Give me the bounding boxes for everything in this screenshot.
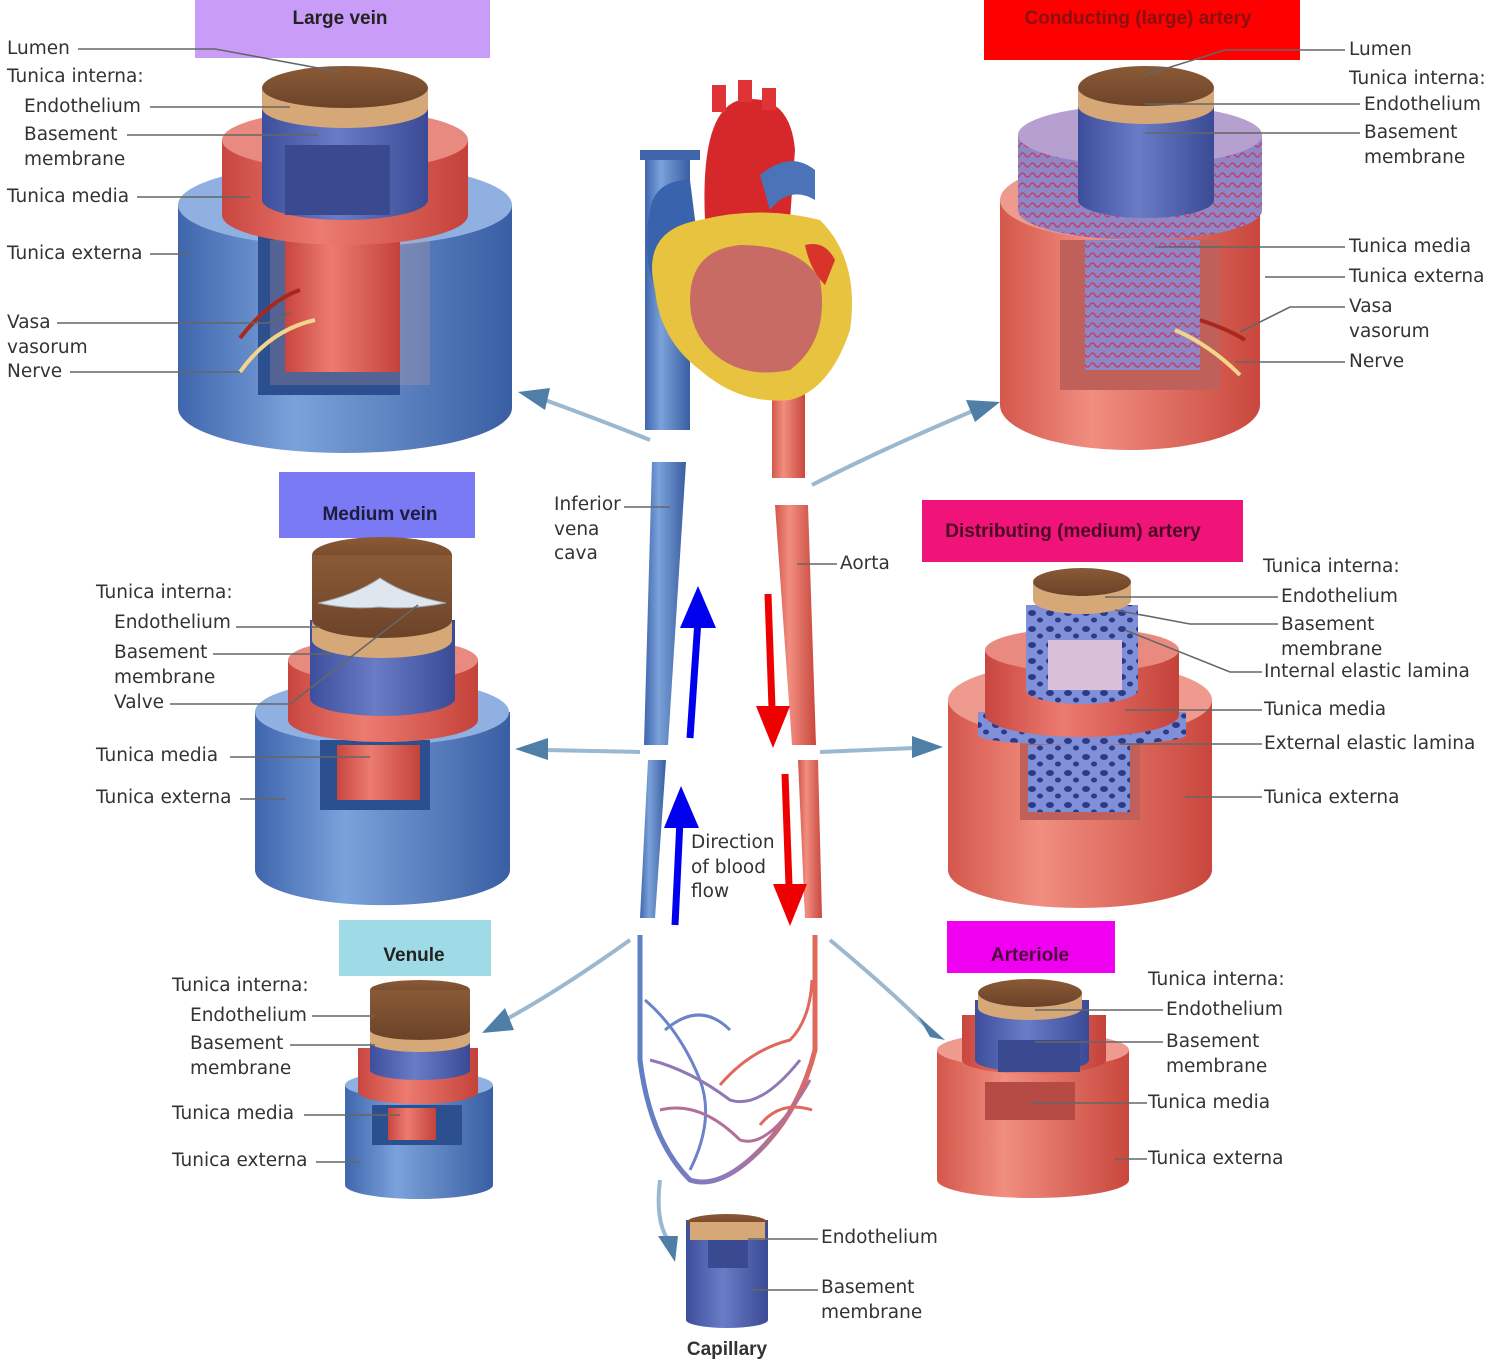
ma-externa-label: Tunica externa <box>1264 787 1400 808</box>
lv-externa-label: Tunica externa <box>7 243 143 264</box>
la-vasa-label: Vasa vasorum <box>1349 296 1430 342</box>
ar-endothelium-label: Endothelium <box>1166 999 1283 1020</box>
large-vein-title: Large vein <box>292 8 387 29</box>
mv-media-label: Tunica media <box>96 745 219 766</box>
medium-vein-title: Medium vein <box>322 504 437 525</box>
ar-media-label: Tunica media <box>1148 1092 1271 1113</box>
inferior-vena-cava <box>640 462 686 918</box>
pointer-arrows <box>482 388 1000 1262</box>
mv-externa-label: Tunica externa <box>96 787 232 808</box>
ma-media-label: Tunica media <box>1264 699 1387 720</box>
mv-valve-label: Valve <box>114 692 165 713</box>
heart-illustration <box>640 80 852 478</box>
direction-arrows <box>664 586 807 926</box>
capillary-title: Capillary <box>687 1339 768 1360</box>
mv-endothelium-label: Endothelium <box>114 612 231 633</box>
medium-artery-title: Distributing (medium) artery <box>945 521 1201 542</box>
ma-external-lamina-label: External elastic lamina <box>1264 733 1476 754</box>
la-lumen-label: Lumen <box>1349 39 1412 60</box>
arteriole-title: Arteriole <box>991 945 1069 966</box>
ma-endothelium-label: Endothelium <box>1281 586 1398 607</box>
medium-vein-illustration <box>255 537 510 906</box>
cap-endothelium-label: Endothelium <box>821 1227 938 1248</box>
la-basement-label: Basement membrane <box>1364 122 1466 168</box>
lv-lumen-label: Lumen <box>7 38 70 59</box>
direction-label: Direction of blood flow <box>691 832 775 902</box>
ma-basement-label: Basement membrane <box>1281 614 1383 660</box>
ve-endothelium-label: Endothelium <box>190 1005 307 1026</box>
lv-vasa-label: Vasa vasorum <box>7 312 88 358</box>
ve-externa-label: Tunica externa <box>172 1150 308 1171</box>
ma-tunica-interna-label: Tunica interna: <box>1263 556 1400 577</box>
leader-lines <box>57 48 1360 1291</box>
lv-basement-label: Basement membrane <box>24 124 126 170</box>
la-externa-label: Tunica externa <box>1349 266 1485 287</box>
ar-tunica-interna-label: Tunica interna: <box>1148 969 1285 990</box>
la-media-label: Tunica media <box>1349 236 1472 257</box>
lv-endothelium-label: Endothelium <box>24 96 141 117</box>
ar-externa-label: Tunica externa <box>1148 1148 1284 1169</box>
venule-title-bg <box>339 920 491 976</box>
large-artery-illustration <box>1000 66 1262 450</box>
large-vein-title-bg <box>195 0 490 58</box>
venule-title: Venule <box>383 945 444 966</box>
arteriole-title-bg <box>947 921 1115 973</box>
la-nerve-label: Nerve <box>1349 351 1405 372</box>
lv-nerve-label: Nerve <box>7 361 63 382</box>
ma-internal-lamina-label: Internal elastic lamina <box>1264 661 1470 682</box>
medium-artery-title-bg <box>922 500 1243 562</box>
mv-basement-label: Basement membrane <box>114 642 216 688</box>
large-artery-title: Conducting (large) artery <box>1025 8 1252 29</box>
la-endothelium-label: Endothelium <box>1364 94 1481 115</box>
mv-tunica-interna-label: Tunica interna: <box>96 582 233 603</box>
ve-basement-label: Basement membrane <box>190 1033 292 1079</box>
medium-vein-title-bg <box>279 472 475 538</box>
lv-tunica-interna-label: Tunica interna: <box>7 66 144 87</box>
medium-artery-illustration <box>948 568 1212 908</box>
lv-media-label: Tunica media <box>7 186 130 207</box>
capillary-bed <box>637 935 818 1185</box>
large-vein-illustration <box>178 66 512 453</box>
cap-basement-label: Basement membrane <box>821 1277 923 1323</box>
aorta-label: Aorta <box>840 553 890 574</box>
venule-illustration <box>345 980 493 1199</box>
ivc-label: Inferior vena cava <box>554 494 621 564</box>
la-tunica-interna-label: Tunica interna: <box>1349 68 1486 89</box>
capillary-illustration <box>686 1214 768 1328</box>
ve-tunica-interna-label: Tunica interna: <box>172 975 309 996</box>
arteriole-illustration <box>937 979 1129 1198</box>
aorta <box>775 505 822 918</box>
ve-media-label: Tunica media <box>172 1103 295 1124</box>
ar-basement-label: Basement membrane <box>1166 1031 1268 1077</box>
